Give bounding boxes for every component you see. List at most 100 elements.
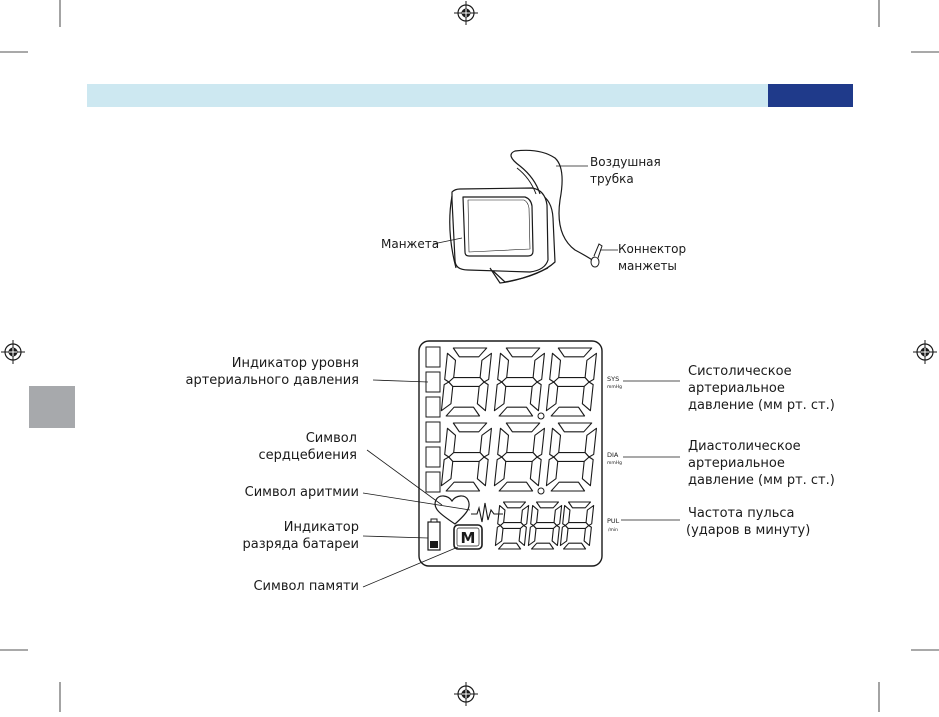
diastolic-label-line3: давление (мм рт. ст.)	[688, 473, 835, 488]
heartbeat-label-line1: Символ	[306, 431, 357, 446]
lcd-segment	[501, 377, 538, 387]
dia-tag: DIA	[607, 451, 619, 459]
diastolic-label-line1: Диастолическое	[688, 439, 801, 454]
cuff-connector	[590, 243, 603, 268]
lcd-segment	[531, 542, 555, 550]
pulse-digit-3	[559, 501, 595, 550]
lcd-segment	[498, 406, 534, 417]
lcd-segment	[529, 381, 542, 412]
heartbeat-label-line2: сердцебиения	[259, 448, 357, 463]
battery-label-line1: Индикатор	[284, 520, 359, 535]
diastolic-digit-3	[545, 422, 597, 492]
cuff-illustration	[449, 187, 556, 284]
diastolic-label-line2: артериальное	[688, 456, 785, 471]
lcd-segment	[557, 347, 593, 358]
lcd-leader-lines	[362, 379, 680, 588]
lcd-segment	[501, 452, 538, 462]
systolic-digit-3	[545, 347, 597, 417]
cuff-label: Манжета	[381, 237, 439, 251]
battery-label-line2: разряда батареи	[242, 537, 359, 552]
sys-unit-tag: mmHg	[607, 384, 622, 390]
side-tab	[29, 386, 75, 428]
connector-label-line1: Коннектор	[618, 242, 686, 256]
lcd-segment	[493, 456, 507, 487]
lcd-segment	[518, 524, 527, 547]
lcd-segment	[476, 381, 489, 412]
memory-letter: M	[461, 529, 476, 547]
pul-unit-tag: /min	[608, 527, 618, 533]
registration-mark-right	[913, 340, 937, 364]
lcd-segment	[583, 524, 592, 547]
lcd-segment	[567, 501, 592, 509]
lcd-segment	[505, 422, 541, 433]
lcd-segment	[440, 456, 454, 487]
lcd-segment	[557, 422, 593, 433]
pulse-digit-2	[527, 501, 563, 550]
header-bar	[87, 84, 768, 107]
pulse-label-line1: Частота пульса	[688, 506, 795, 521]
arrhythmia-icon	[471, 502, 503, 523]
pulse-digits	[494, 501, 595, 550]
diastolic-digit-2	[493, 422, 545, 492]
lcd-segment	[448, 377, 485, 387]
lcd-segment	[532, 522, 558, 529]
memory-icon	[453, 524, 483, 550]
lcd-segment	[505, 347, 541, 358]
lcd-segment	[498, 481, 534, 492]
lcd-segment	[581, 381, 594, 412]
lcd-segment	[545, 456, 559, 487]
systolic-digits	[440, 347, 597, 417]
sys-tag: SYS	[607, 375, 619, 383]
pul-tag: PUL	[607, 517, 620, 525]
air-tube-label-line1: Воздушная	[590, 155, 661, 169]
pulse-digit-1	[494, 501, 530, 550]
lcd-segment	[553, 452, 590, 462]
systolic-label-line3: давление (мм рт. ст.)	[688, 398, 835, 413]
arrhythmia-label: Символ аритмии	[245, 485, 359, 500]
lcd-segment	[502, 501, 527, 509]
pressure-level-label-line2: артериального давления	[186, 373, 360, 388]
lcd-segment	[493, 381, 507, 412]
lcd-segment	[581, 456, 594, 487]
lcd-segment	[498, 542, 522, 550]
registration-mark-top	[454, 1, 478, 25]
air-tube	[510, 149, 596, 263]
diastolic-digits	[440, 422, 597, 492]
lcd-segment	[452, 347, 488, 358]
lcd-segment	[550, 481, 586, 492]
lcd-segment	[563, 542, 587, 550]
lcd-segment	[529, 456, 542, 487]
lcd-segment	[476, 456, 489, 487]
cuff-leader-lines	[432, 165, 618, 251]
pulse-label-line2: (ударов в минуту)	[686, 523, 810, 538]
battery-icon	[427, 518, 441, 551]
pressure-level-indicator	[425, 346, 441, 493]
lcd-segment	[499, 522, 525, 529]
lcd-segment	[553, 377, 590, 387]
lcd-segment	[452, 422, 488, 433]
dia-unit-tag: mmHg	[607, 460, 622, 466]
lcd-segment	[564, 522, 590, 529]
connector-label-line2: манжеты	[618, 259, 677, 273]
registration-mark-left	[1, 340, 25, 364]
lcd-segment	[550, 406, 586, 417]
diastolic-decimal-dot	[537, 487, 545, 495]
systolic-digit-1	[440, 347, 492, 417]
systolic-decimal-dot	[537, 412, 545, 420]
header-accent-block	[768, 84, 853, 107]
lcd-segment	[545, 381, 559, 412]
memory-label: Символ памяти	[253, 579, 359, 594]
heart-icon	[434, 495, 470, 525]
pressure-level-label-line1: Индикатор уровня	[232, 356, 359, 371]
air-tube-label-line2: трубка	[590, 172, 634, 186]
lcd-segment	[440, 381, 454, 412]
systolic-digit-2	[493, 347, 545, 417]
systolic-label-line2: артериальное	[688, 381, 785, 396]
lcd-segment	[448, 452, 485, 462]
systolic-label-line1: Систолическое	[688, 364, 792, 379]
lcd-segment	[445, 481, 481, 492]
lcd-segment	[445, 406, 481, 417]
